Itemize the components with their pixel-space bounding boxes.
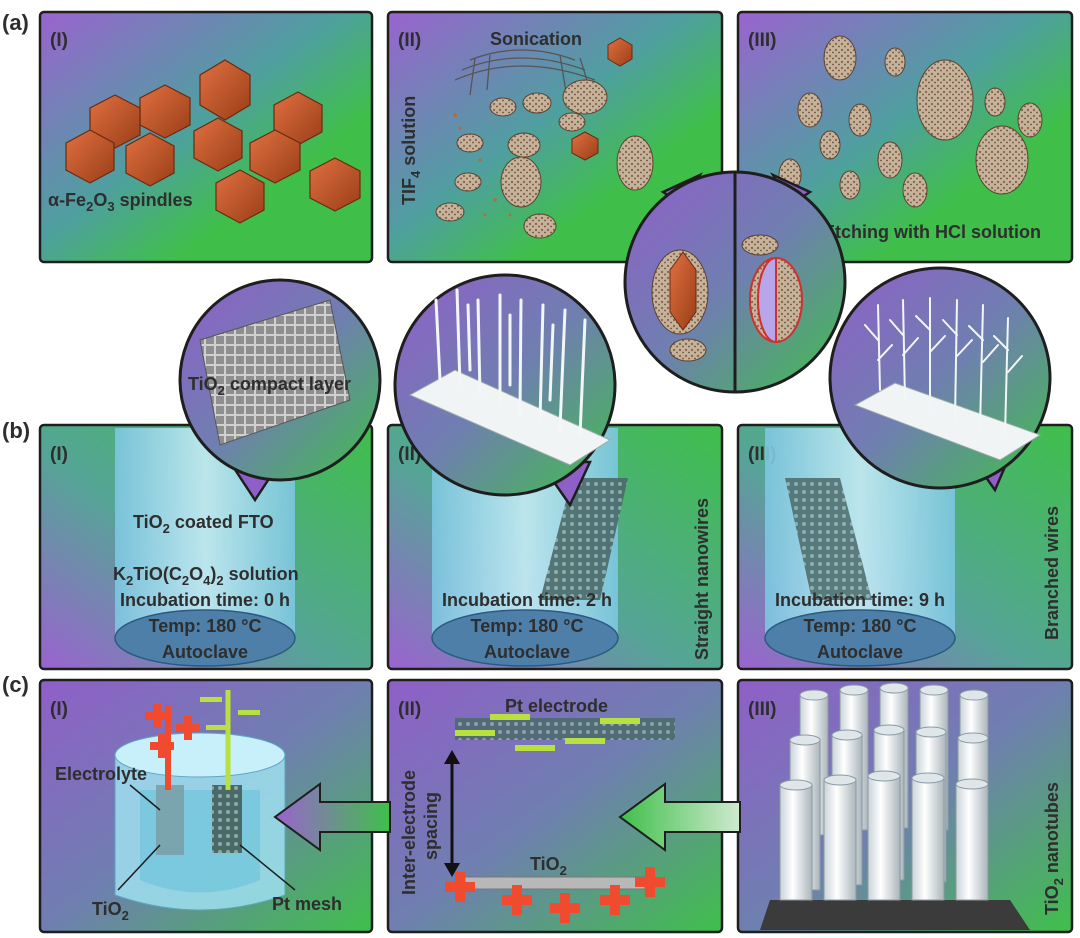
arrow-c3-to-c2: [618, 782, 741, 852]
bubble-compact-layer: TiO2 compact layer: [178, 278, 382, 503]
section-label-c: (c): [2, 672, 29, 697]
minus-signs: [200, 697, 260, 730]
tio2-coated-fto-label: TiO2 coated FTO: [133, 512, 274, 536]
panel-b1-roman: (I): [50, 444, 68, 465]
nanowire-substrate: [540, 478, 628, 600]
b3-autoclave-label: Autoclave: [817, 642, 903, 662]
pt-electrode-plate: [455, 718, 675, 740]
straight-nanowires-label: Straight nanowires: [692, 498, 712, 660]
branched-substrate: [785, 478, 872, 600]
c2-plus-signs: [445, 867, 665, 923]
panel-c3-roman: (III): [748, 699, 777, 720]
panel-a2-roman: (II): [398, 30, 421, 51]
coated-particles: [435, 79, 654, 239]
plus-signs: [145, 704, 200, 758]
sonication-particle: [607, 37, 633, 67]
sonication-waves: [454, 49, 596, 96]
spacing-label-line2: spacing: [421, 792, 441, 860]
solution-label: K2TiO(C2O4)2 solution: [113, 564, 299, 588]
section-label-b: (b): [2, 418, 30, 443]
tif4-solution-label: TIF4 solution: [399, 96, 423, 205]
panel-c1-roman: (I): [50, 699, 68, 720]
panel-a3-roman: (III): [748, 30, 777, 51]
nanotube-array: [779, 682, 989, 901]
panel-a1: (I) α-Fe2O3 spindles: [38, 10, 374, 264]
electrochemical-cell: [114, 690, 286, 911]
c2-tio2-label: TiO2: [530, 854, 567, 878]
bubble-branched-wires: [828, 266, 1052, 493]
electrolyte-label: Electrolyte: [55, 764, 147, 784]
sonication-label: Sonication: [490, 29, 582, 49]
pt-mesh-label: Pt mesh: [272, 894, 342, 914]
branched-wires-label: Branched wires: [1042, 506, 1062, 640]
magnifier-circle: [623, 170, 847, 394]
panel-a2: (II) Sonication TIF4 solution: [386, 10, 724, 264]
compact-layer-label: TiO2 compact layer: [188, 374, 351, 398]
b2-temp-label: Temp: 180 °C: [471, 616, 584, 636]
b2-autoclave-label: Autoclave: [484, 642, 570, 662]
tio2-nanotubes-label: TiO2 nanotubes: [1042, 782, 1066, 915]
solution-droplets: [453, 113, 512, 217]
b2-incubation-label: Incubation time: 2 h: [442, 590, 612, 610]
panel-a3: (III) Etching with HCl solution: [736, 10, 1074, 264]
etching-label: Etching with HCl solution: [823, 222, 1041, 242]
section-label-a: (a): [2, 10, 29, 35]
pt-electrode-label: Pt electrode: [505, 696, 608, 716]
bubble-straight-nanowires: [393, 273, 617, 508]
caption-hematite: α-Fe2O3 spindles: [48, 190, 193, 214]
b1-autoclave-label: Autoclave: [162, 642, 248, 662]
hollow-particles: [778, 35, 1043, 208]
panel-c2-roman: (II): [398, 699, 421, 720]
b3-incubation-label: Incubation time: 9 h: [775, 590, 945, 610]
b1-incubation-label: Incubation time: 0 h: [120, 590, 290, 610]
panel-a1-roman: (I): [50, 30, 68, 51]
b1-temp-label: Temp: 180 °C: [149, 616, 262, 636]
hematite-spindles: [65, 59, 361, 224]
c1-tio2-label: TiO2: [92, 899, 129, 923]
c2-minus-signs: [455, 714, 640, 751]
panel-c2: (II) Pt electrode Inter-electrode spacin…: [386, 678, 724, 934]
spacing-label-line1: Inter-electrode: [399, 770, 419, 895]
arrow-c2-to-c1: [273, 782, 391, 852]
panel-b1: (I) TiO2 coated FTO K2TiO(C2O4)2 solutio…: [38, 423, 374, 671]
b3-temp-label: Temp: 180 °C: [804, 616, 917, 636]
panel-c3: (III) TiO2 nanotubes: [736, 678, 1074, 934]
